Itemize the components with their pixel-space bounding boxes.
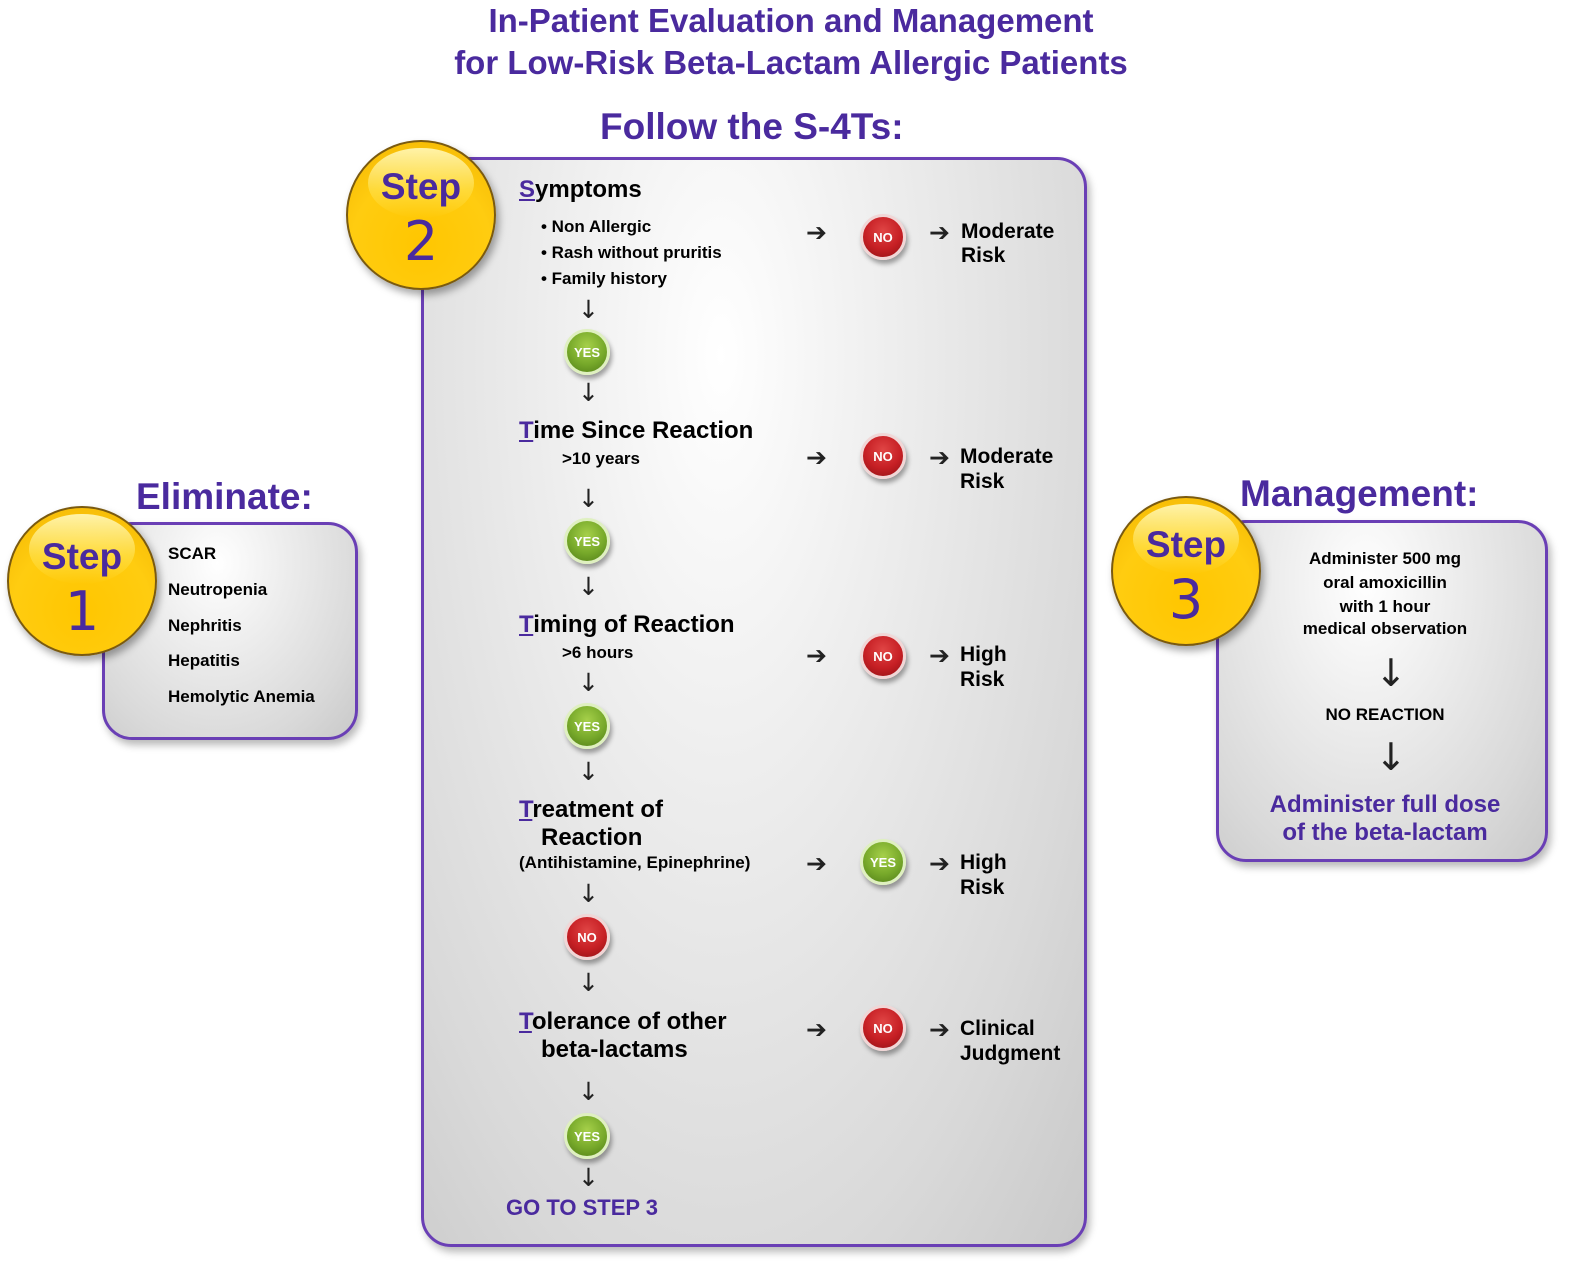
treatment-outcome-line1: High bbox=[960, 851, 1007, 874]
criterion-symptoms-title: Symptoms bbox=[519, 176, 642, 204]
criterion-treatment-rest: reatment of bbox=[532, 796, 664, 823]
step1-panel: SCAR Neutropenia Nephritis Hepatitis Hem… bbox=[102, 522, 358, 740]
arrow-down-icon: ↓ bbox=[578, 968, 599, 997]
symptoms-outcome-line1: Moderate bbox=[961, 220, 1055, 243]
criterion-treatment-title: Treatment of bbox=[519, 796, 663, 824]
arrow-down-icon: ↓ bbox=[578, 668, 599, 697]
arrow-right-icon: ➔ bbox=[929, 641, 950, 670]
treatment-detail: (Antihistamine, Epinephrine) bbox=[519, 853, 751, 872]
arrow-down-icon: ↓ bbox=[578, 1163, 599, 1192]
step3-instruction-line1: Administer 500 mg bbox=[1308, 549, 1462, 568]
tolerance-yes-badge: YES bbox=[564, 1113, 610, 1159]
arrow-down-icon: ↓ bbox=[578, 879, 599, 908]
time-since-detail: >10 years bbox=[562, 449, 640, 468]
step3-badge: Step 3 bbox=[1111, 496, 1261, 646]
step3-heading: Management: bbox=[1240, 473, 1479, 514]
step1-badge-label: Step bbox=[41, 536, 123, 577]
symptoms-bullet-family-history: • Family history bbox=[541, 269, 667, 288]
timing-outcome-line2: Risk bbox=[960, 668, 1005, 691]
arrow-down-icon: ↓ bbox=[578, 295, 599, 324]
criterion-symptoms-initial: S bbox=[519, 176, 536, 203]
arrow-right-icon: ➔ bbox=[806, 1015, 827, 1044]
step2-heading: Follow the S-4Ts: bbox=[600, 106, 904, 147]
symptoms-outcome-line2: Risk bbox=[961, 244, 1006, 267]
arrow-down-icon: ↓ bbox=[578, 378, 599, 407]
timing-outcome-line1: High bbox=[960, 643, 1007, 666]
arrow-down-icon: ↓ bbox=[578, 757, 599, 786]
symptoms-no-badge: NO bbox=[860, 214, 906, 260]
step1-item-hepatitis: Hepatitis bbox=[168, 651, 240, 670]
step3-panel: Administer 500 mg oral amoxicillin with … bbox=[1216, 520, 1548, 862]
criterion-tolerance-initial: T bbox=[519, 1008, 532, 1035]
step2-badge-label: Step bbox=[380, 166, 462, 207]
arrow-right-icon: ➔ bbox=[806, 443, 827, 472]
arrow-down-icon: ↓ bbox=[578, 1077, 599, 1106]
arrow-right-icon: ➔ bbox=[929, 218, 950, 247]
step1-item-hemolytic-anemia: Hemolytic Anemia bbox=[168, 687, 315, 706]
step3-result: NO REACTION bbox=[1325, 705, 1445, 724]
timing-detail: >6 hours bbox=[562, 643, 634, 662]
arrow-right-icon: ➔ bbox=[929, 1015, 950, 1044]
arrow-right-icon: ➔ bbox=[929, 443, 950, 472]
step3-instruction-line2: oral amoxicillin bbox=[1323, 573, 1447, 592]
arrow-down-icon: ↓ bbox=[578, 572, 599, 601]
time-since-yes-badge: YES bbox=[564, 518, 610, 564]
step2-panel bbox=[421, 157, 1087, 1247]
criterion-timing-rest: iming of Reaction bbox=[533, 611, 735, 638]
time-since-no-badge: NO bbox=[860, 433, 906, 479]
step1-heading: Eliminate: bbox=[136, 476, 313, 517]
step2-badge: Step 2 bbox=[346, 140, 496, 290]
criterion-time-since-initial: T bbox=[519, 417, 534, 444]
criterion-time-since-rest: ime Since Reaction bbox=[533, 417, 754, 444]
step1-item-scar: SCAR bbox=[168, 544, 217, 563]
arrow-right-icon: ➔ bbox=[929, 849, 950, 878]
goto-step3-label: GO TO STEP 3 bbox=[506, 1195, 659, 1220]
page-title-line-2: for Low-Risk Beta-Lactam Allergic Patien… bbox=[454, 44, 1128, 81]
tolerance-outcome-line2: Judgment bbox=[960, 1042, 1061, 1065]
criterion-tolerance-rest: olerance of other bbox=[531, 1008, 727, 1035]
criterion-timing-initial: T bbox=[519, 611, 534, 638]
criterion-symptoms-rest: ymptoms bbox=[535, 176, 642, 203]
arrow-down-icon: ↓ bbox=[1375, 651, 1407, 695]
arrow-right-icon: ➔ bbox=[806, 218, 827, 247]
step1-badge: Step 1 bbox=[7, 506, 157, 656]
symptoms-bullet-non-allergic: • Non Allergic bbox=[541, 217, 652, 236]
page-title-line-1: In-Patient Evaluation and Management bbox=[488, 2, 1094, 39]
arrow-down-icon: ↓ bbox=[1375, 735, 1407, 779]
criterion-timing-title: Timing of Reaction bbox=[519, 611, 735, 639]
symptoms-yes-badge: YES bbox=[564, 329, 610, 375]
step3-badge-label: Step bbox=[1145, 524, 1227, 565]
criterion-treatment-initial: T bbox=[519, 796, 533, 823]
treatment-outcome-line2: Risk bbox=[960, 876, 1005, 899]
step3-final-line1: Administer full dose bbox=[1269, 791, 1501, 818]
symptoms-bullet-rash: • Rash without pruritis bbox=[541, 243, 722, 262]
step3-instruction-line4: medical observation bbox=[1302, 619, 1468, 638]
tolerance-outcome-line1: Clinical bbox=[960, 1017, 1035, 1040]
criterion-treatment-title-line2: Reaction bbox=[541, 824, 643, 851]
criterion-time-since-title: Time Since Reaction bbox=[519, 417, 753, 445]
timing-yes-badge: YES bbox=[564, 703, 610, 749]
arrow-down-icon: ↓ bbox=[578, 484, 599, 513]
treatment-yes-badge: YES bbox=[860, 839, 906, 885]
step1-item-nephritis: Nephritis bbox=[168, 616, 242, 635]
step3-instruction-line3: with 1 hour bbox=[1339, 597, 1431, 616]
time-since-outcome-line2: Risk bbox=[960, 470, 1005, 493]
step3-final-line2: of the beta-lactam bbox=[1282, 819, 1488, 846]
timing-no-badge: NO bbox=[860, 633, 906, 679]
step1-item-neutropenia: Neutropenia bbox=[168, 580, 268, 599]
criterion-tolerance-title-line2: beta-lactams bbox=[541, 1036, 688, 1063]
step2-badge-number: 2 bbox=[403, 210, 439, 273]
arrow-right-icon: ➔ bbox=[806, 641, 827, 670]
arrow-right-icon: ➔ bbox=[806, 849, 827, 878]
tolerance-no-badge: NO bbox=[860, 1005, 906, 1051]
step1-badge-number: 1 bbox=[64, 580, 100, 643]
treatment-no-badge: NO bbox=[564, 914, 610, 960]
time-since-outcome-line1: Moderate bbox=[960, 445, 1054, 468]
criterion-tolerance-title: Tolerance of other bbox=[519, 1008, 727, 1036]
step3-badge-number: 3 bbox=[1168, 568, 1204, 631]
